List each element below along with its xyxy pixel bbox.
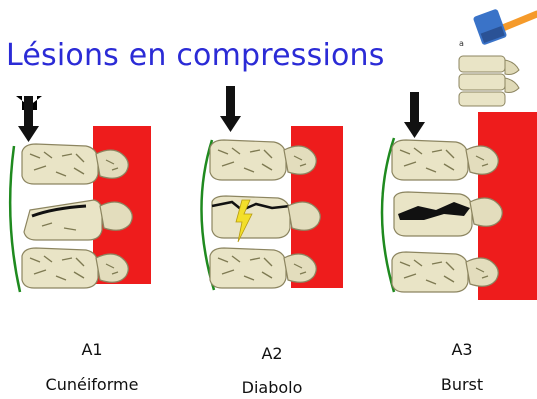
compression-arrow-icon [226,86,235,116]
compression-arrow-icon [24,96,33,126]
type-a1-name: Cunéiforme [32,375,152,394]
panel-a2 [201,86,343,290]
type-a3-code: A3 [412,340,512,359]
type-a1-code: A1 [42,340,142,359]
compression-arrow-icon [410,92,419,122]
type-a2-name: Diabolo [212,378,332,397]
panel-a3 [382,92,537,300]
type-a3-name: Burst [402,375,522,394]
anterior-ligament [10,146,20,292]
type-a2-code: A2 [222,344,322,363]
panel-a1 [10,96,151,292]
